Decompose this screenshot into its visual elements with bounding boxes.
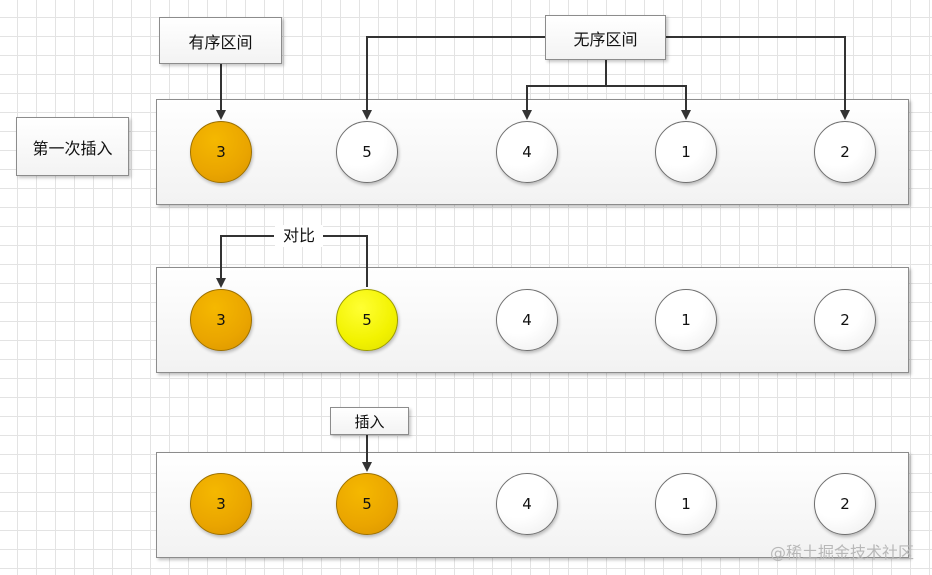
compare-label: 对比 bbox=[275, 225, 323, 247]
row-1-circle-4: 1 bbox=[655, 121, 717, 183]
row-1-circle-2: 5 bbox=[336, 121, 398, 183]
row-2-circle-5: 2 bbox=[814, 289, 876, 351]
row-3-circle-2: 5 bbox=[336, 473, 398, 535]
row-3-circle-5: 2 bbox=[814, 473, 876, 535]
row-1-circle-3: 4 bbox=[496, 121, 558, 183]
row-2-circle-4: 1 bbox=[655, 289, 717, 351]
row-1-circle-5: 2 bbox=[814, 121, 876, 183]
row-2-circle-3: 4 bbox=[496, 289, 558, 351]
row-2-circle-1: 3 bbox=[190, 289, 252, 351]
row-2-circle-2: 5 bbox=[336, 289, 398, 351]
first-insert-label: 第一次插入 bbox=[16, 117, 129, 176]
row-1-circle-1: 3 bbox=[190, 121, 252, 183]
watermark-text: @稀土掘金技术社区 bbox=[769, 543, 914, 562]
row-3-circle-1: 3 bbox=[190, 473, 252, 535]
insert-label: 插入 bbox=[330, 407, 409, 435]
row-3-circle-4: 1 bbox=[655, 473, 717, 535]
unordered-region-label: 无序区间 bbox=[545, 15, 666, 60]
row-3-circle-3: 4 bbox=[496, 473, 558, 535]
ordered-region-label: 有序区间 bbox=[159, 17, 282, 64]
